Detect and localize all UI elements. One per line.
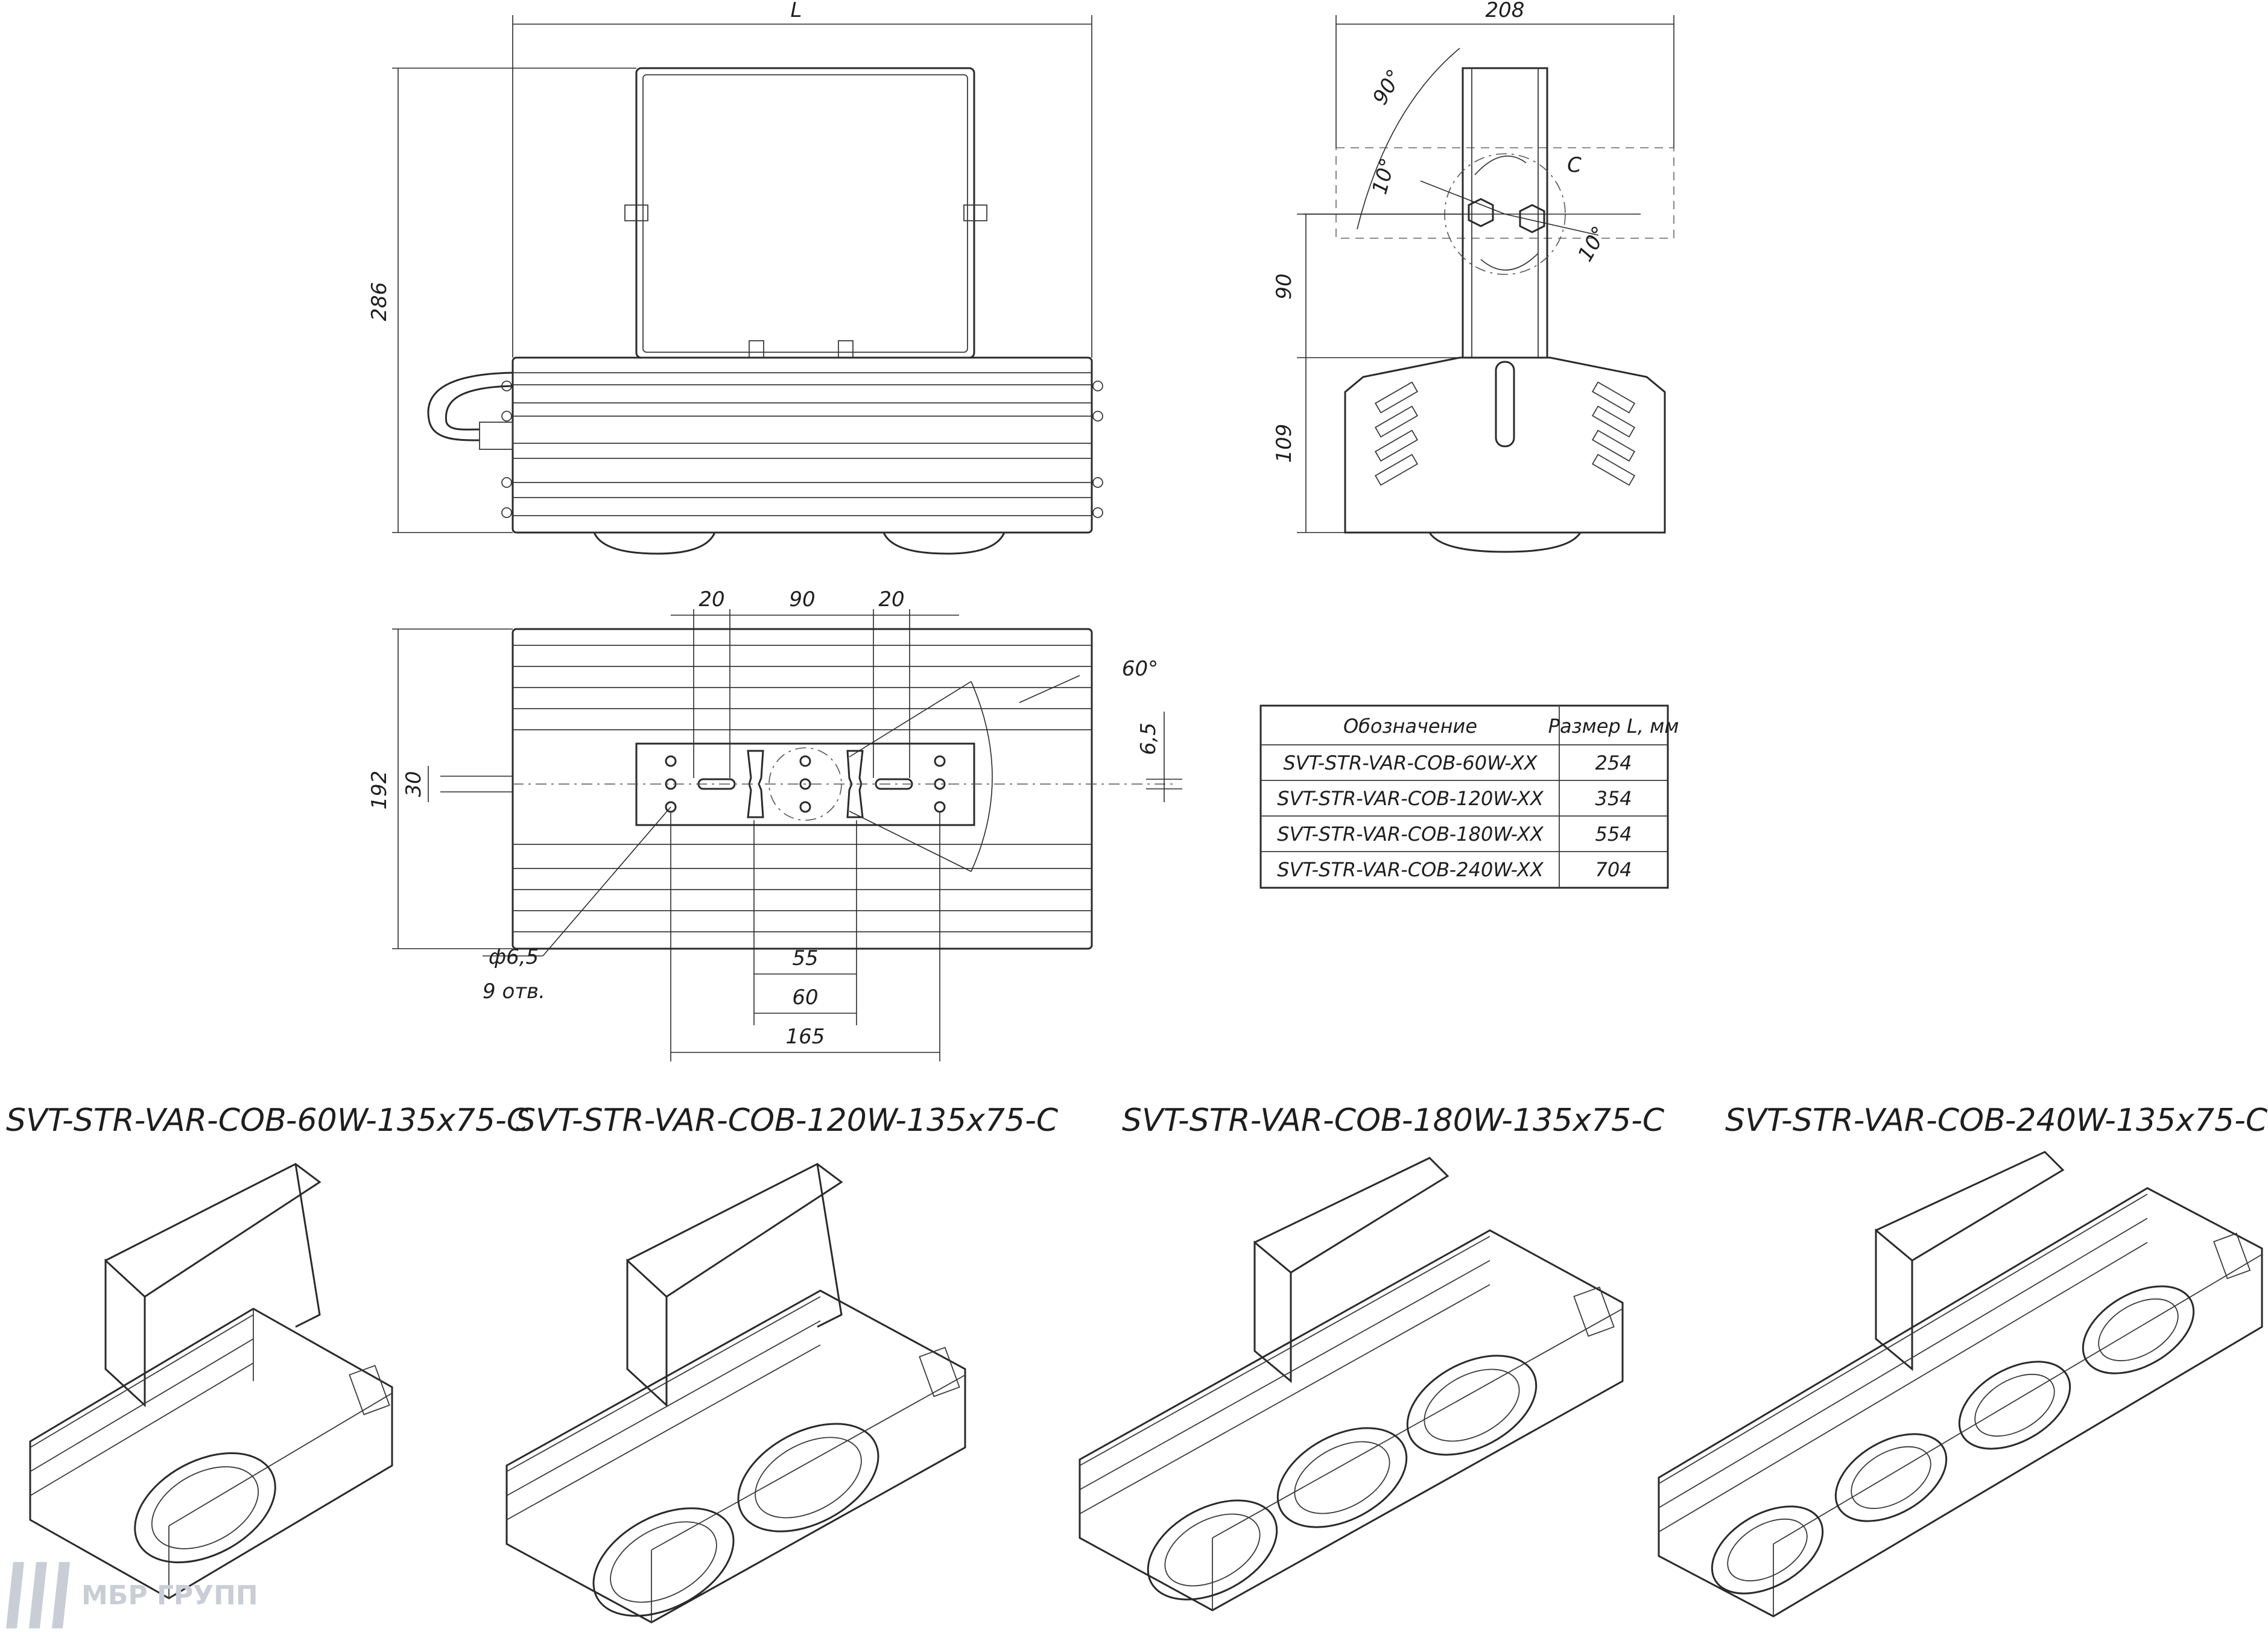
dim-gap-mid: 90 xyxy=(789,587,815,612)
dim-hole-diameter: ф6,5 xyxy=(489,945,539,969)
dim-hole-count: 9 отв. xyxy=(483,979,545,1004)
dim-55: 55 xyxy=(792,946,818,970)
luminaire-240w-isometric xyxy=(1658,1151,2263,1618)
dim-60: 60 xyxy=(792,985,818,1010)
table-cell-size: 554 xyxy=(1595,823,1632,846)
side-view: 208 90° 10° 10° C 90 109 xyxy=(1272,0,1674,553)
table-cell-designation: SVT-STR-VAR-COB-180W-XX xyxy=(1277,823,1544,846)
dim-gap-right: 20 xyxy=(878,587,904,612)
dim-side-body-height: 109 xyxy=(1272,424,1296,463)
table-cell-designation: SVT-STR-VAR-COB-240W-XX xyxy=(1277,858,1544,881)
dim-plan-cable: 30 xyxy=(402,771,426,797)
dim-side-bracket-height: 90 xyxy=(1272,273,1296,299)
model-caption-120w: SVT-STR-VAR-COB-120W-135x75-C xyxy=(516,1102,1059,1139)
luminaire-120w-isometric xyxy=(505,1163,966,1624)
front-view: L 286 xyxy=(367,0,1103,555)
model-caption-240w: SVT-STR-VAR-COB-240W-135x75-C xyxy=(1725,1102,2268,1139)
dim-length: L xyxy=(791,0,802,22)
luminaire-60w-isometric xyxy=(29,1163,393,1599)
table-cell-size: 254 xyxy=(1595,751,1632,774)
model-caption-60w: SVT-STR-VAR-COB-60W-135x75-C xyxy=(6,1102,529,1139)
dim-angle-10-left: 10° xyxy=(1367,156,1400,197)
plan-view: 20 90 20 60° 6,5 192 30 55 60 165 ф6,5 9… xyxy=(367,587,1182,1061)
model-caption-180w: SVT-STR-VAR-COB-180W-135x75-C xyxy=(1122,1102,1665,1139)
table-cell-size: 704 xyxy=(1595,858,1632,881)
table-cell-designation: SVT-STR-VAR-COB-60W-XX xyxy=(1283,751,1538,774)
logo-text: МБР ГРУПП xyxy=(81,1580,258,1611)
dim-front-height: 286 xyxy=(367,282,391,321)
dim-gap-left: 20 xyxy=(698,587,724,612)
dim-side-width: 208 xyxy=(1486,0,1525,22)
dim-angle-10-right: 10° xyxy=(1573,222,1612,265)
luminaire-180w-isometric xyxy=(1079,1157,1624,1611)
designation-table: Обозначение Размер L, мм SVT-STR-VAR-COB… xyxy=(1259,704,1679,889)
table-header-size: Размер L, мм xyxy=(1548,715,1679,738)
dim-165: 165 xyxy=(786,1025,825,1049)
dim-angle-90: 90° xyxy=(1368,65,1407,109)
table-cell-designation: SVT-STR-VAR-COB-120W-XX xyxy=(1277,787,1544,810)
dim-plan-angle: 60° xyxy=(1122,657,1158,681)
brand-logo: МБР ГРУПП xyxy=(6,1562,258,1628)
table-header-designation: Обозначение xyxy=(1343,715,1477,738)
table-cell-size: 354 xyxy=(1595,787,1632,810)
dim-plan-slot: 6,5 xyxy=(1136,723,1161,755)
dim-plan-height: 192 xyxy=(367,771,391,810)
mark-c: C xyxy=(1567,153,1582,177)
